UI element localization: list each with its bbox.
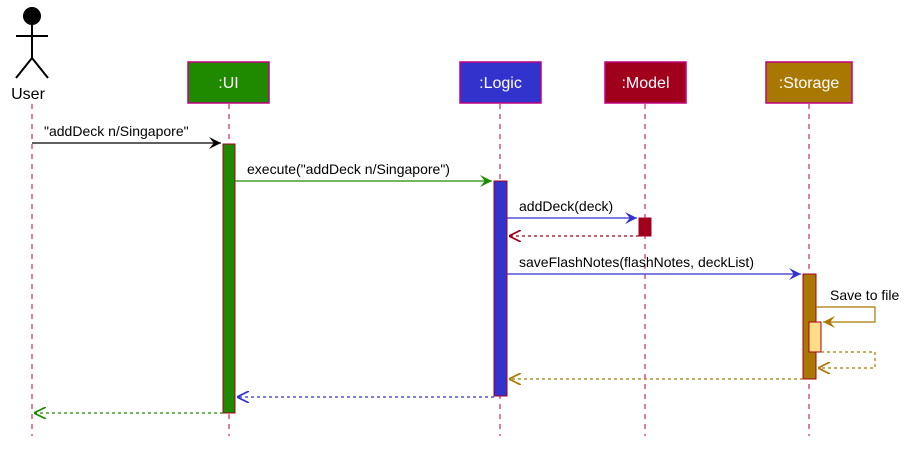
participant-ui: :UI [187, 61, 270, 104]
model-activation-bar [638, 217, 652, 237]
participant-ui-label: :UI [218, 75, 238, 92]
storage-self-label: Save to file [830, 287, 899, 303]
storage-inner-activation-bar [808, 321, 822, 353]
ui-to-logic-label: execute("addDeck n/Singapore") [247, 161, 450, 177]
storage-self-return-arrow [818, 351, 876, 368]
participant-model-label: :Model [621, 75, 669, 92]
user-actor-label: User [11, 86, 45, 103]
participant-logic: :Logic [459, 61, 542, 104]
participant-logic-label: :Logic [479, 75, 522, 92]
participant-storage-label: :Storage [779, 75, 840, 92]
participant-storage: :Storage [765, 61, 853, 104]
participant-model: :Model [604, 61, 687, 104]
logic-activation-bar [493, 180, 508, 397]
storage-self-arrow [816, 306, 876, 328]
ui-activation-bar [222, 143, 236, 414]
user-actor-icon [15, 7, 49, 79]
logic-to-storage-label: saveFlashNotes(flashNotes, deckList) [519, 254, 754, 270]
logic-to-model-label: addDeck(deck) [519, 198, 613, 214]
user-to-ui-label: "addDeck n/Singapore" [44, 123, 189, 139]
